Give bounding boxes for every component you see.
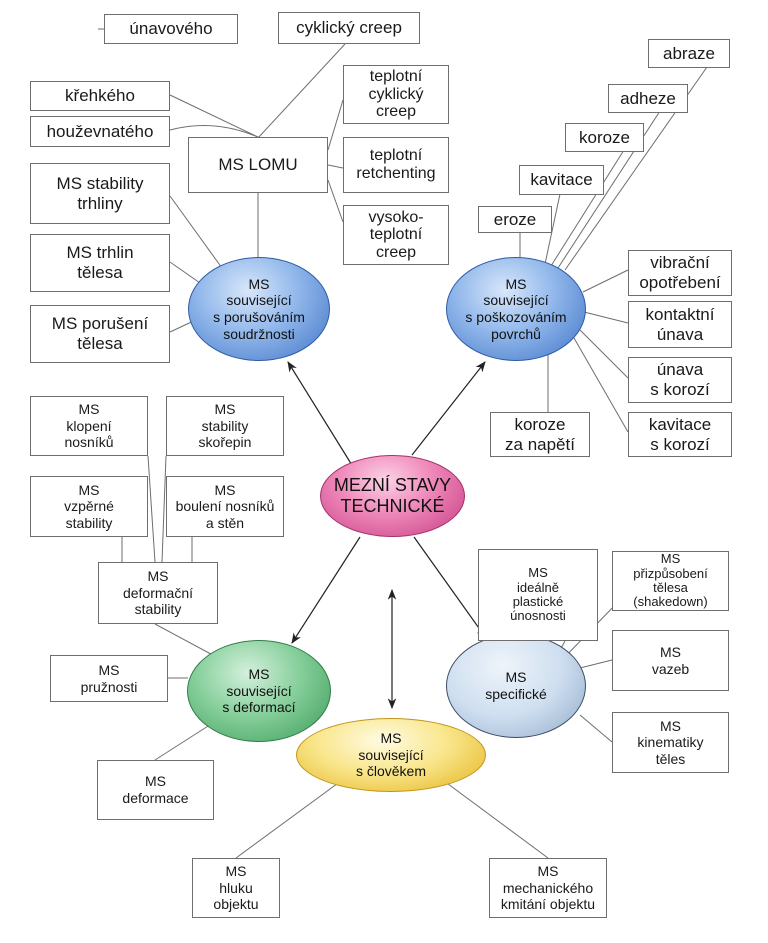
- box-ms-lomu[interactable]: MS LOMU: [188, 137, 328, 193]
- box-ms-hluku-objektu[interactable]: MS hluku objektu: [192, 858, 280, 918]
- box-ms-stability-trhliny[interactable]: MS stability trhliny: [30, 163, 170, 224]
- box-kavitace-s-korozi[interactable]: kavitace s korozí: [628, 412, 732, 457]
- box-vibracni-opotrebeni[interactable]: vibrační opotřebení: [628, 250, 732, 296]
- box-ms-vazeb[interactable]: MS vazeb: [612, 630, 729, 691]
- box-eroze[interactable]: eroze: [478, 206, 552, 233]
- box-ms-deformace[interactable]: MS deformace: [97, 760, 214, 820]
- box-ms-kinematiky-teles[interactable]: MS kinematiky těles: [612, 712, 729, 773]
- box-ms-idealne-plasticke[interactable]: MS ideálně plastické únosnosti: [478, 549, 598, 641]
- box-ms-vzperne-stability[interactable]: MS vzpěrné stability: [30, 476, 148, 537]
- box-koroze-za-napeti[interactable]: koroze za napětí: [490, 412, 590, 457]
- box-ms-prizpusobeni-telesa[interactable]: MS přizpůsobení tělesa (shakedown): [612, 551, 729, 611]
- center-oval[interactable]: MEZNÍ STAVY TECHNICKÉ: [320, 455, 465, 537]
- oval-surface[interactable]: MS související s poškozováním povrchů: [446, 257, 586, 361]
- oval-specific[interactable]: MS specifické: [446, 634, 586, 738]
- box-teplotni-retchenting[interactable]: teplotní retchenting: [343, 137, 449, 193]
- box-unava-s-korozi[interactable]: únava s korozí: [628, 357, 732, 403]
- box-kavitace[interactable]: kavitace: [519, 165, 604, 195]
- box-ms-poruseni-telesa[interactable]: MS porušení tělesa: [30, 305, 170, 363]
- box-kontaktni-unava[interactable]: kontaktní únava: [628, 301, 732, 348]
- box-ms-mechanickeho-kmitani[interactable]: MS mechanického kmitání objektu: [489, 858, 607, 918]
- box-vysokoteplotni-creep[interactable]: vysoko- teplotní creep: [343, 205, 449, 265]
- box-ms-pruznosti[interactable]: MS pružnosti: [50, 655, 168, 702]
- box-houzevnateho[interactable]: houževnatého: [30, 116, 170, 147]
- oval-cohesion[interactable]: MS související s porušováním soudržnosti: [188, 257, 330, 361]
- box-unavoveho[interactable]: únavového: [104, 14, 238, 44]
- box-adheze[interactable]: adheze: [608, 84, 688, 113]
- box-ms-deformacni-stability[interactable]: MS deformační stability: [98, 562, 218, 624]
- box-ms-bouleni-nosniku[interactable]: MS boulení nosníků a stěn: [166, 476, 284, 537]
- box-ms-stability-skorepin[interactable]: MS stability skořepin: [166, 396, 284, 456]
- box-krehkeho[interactable]: křehkého: [30, 81, 170, 111]
- oval-deformation[interactable]: MS související s deformací: [187, 640, 331, 742]
- box-koroze[interactable]: koroze: [565, 123, 644, 152]
- box-ms-trhlin-telesa[interactable]: MS trhlin tělesa: [30, 234, 170, 292]
- box-cyklicky-creep[interactable]: cyklický creep: [278, 12, 420, 44]
- box-abraze[interactable]: abraze: [648, 39, 730, 68]
- oval-human[interactable]: MS související s člověkem: [296, 718, 486, 792]
- box-ms-klopeni-nosniku[interactable]: MS klopení nosníků: [30, 396, 148, 456]
- box-teplotni-cyklicky-creep[interactable]: teplotní cyklický creep: [343, 65, 449, 124]
